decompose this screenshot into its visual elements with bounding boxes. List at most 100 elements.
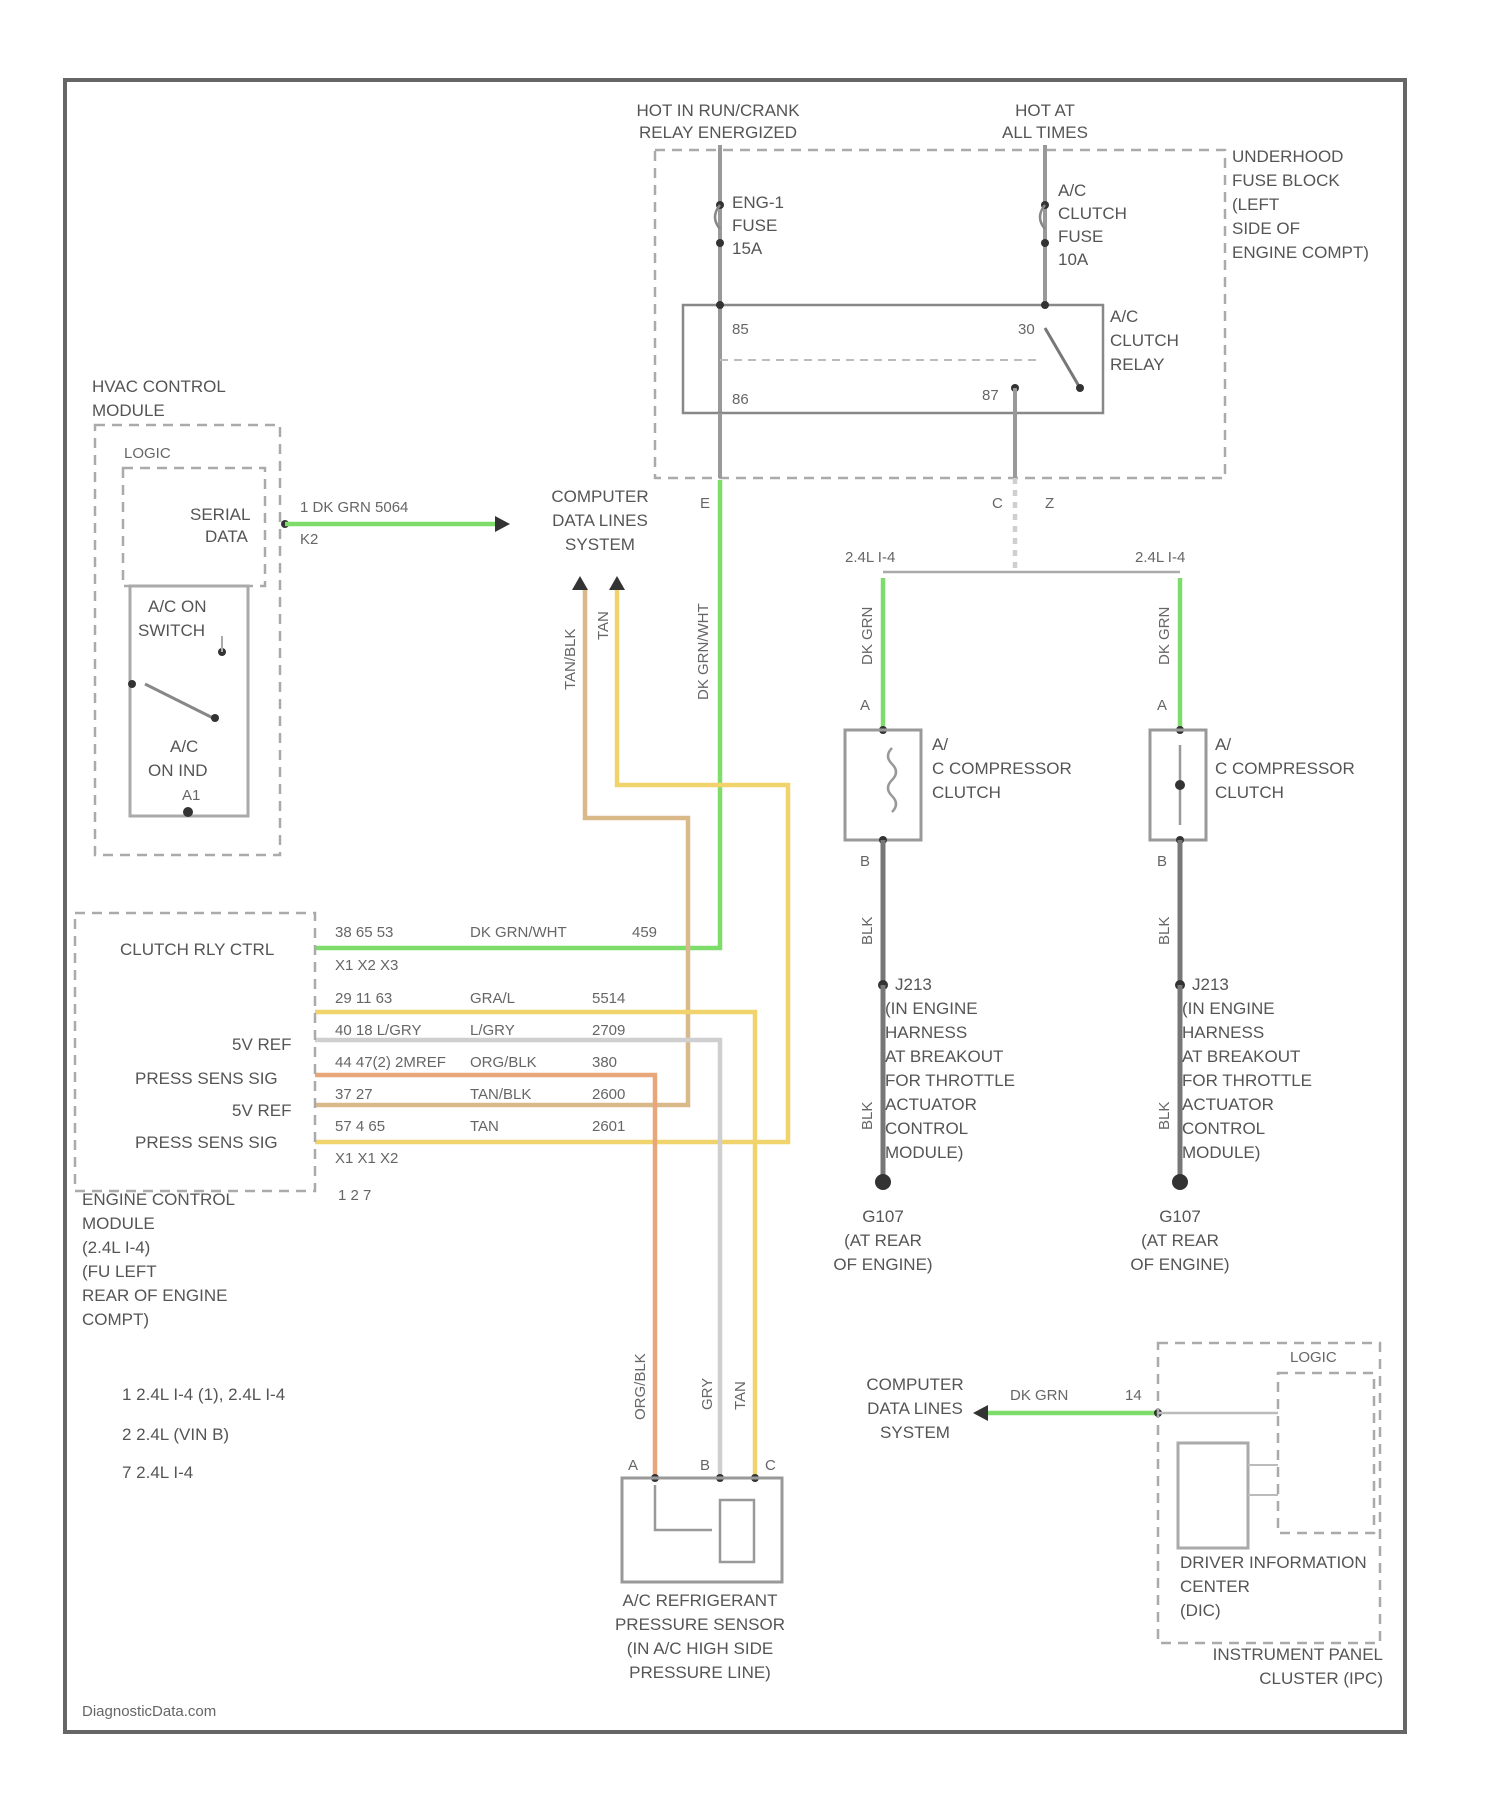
ipc-logic-box xyxy=(1278,1373,1374,1533)
ecm-row-pins: 44 47(2) 2MREF xyxy=(335,1054,446,1071)
splice-label: FOR THROTTLE xyxy=(1182,1071,1312,1090)
ground-label: (AT REAR xyxy=(844,1231,922,1250)
hvac-title-line: HVAC CONTROL xyxy=(92,377,226,396)
ecm-row-circuit: 2709 xyxy=(592,1022,625,1039)
ecm-row-pins: X1 X1 X2 xyxy=(335,1150,398,1167)
sensor-wire-gry-label: GRY xyxy=(699,1378,716,1410)
ecm-pin-rows: 38 65 53 CLUTCH RLY CTRL DK GRN/WHT 459 … xyxy=(120,924,657,1167)
dic-label-line: (DIC) xyxy=(1180,1601,1221,1620)
fuse-eng-label: FUSE xyxy=(732,216,777,235)
ecm-row-pins: 29 11 63 xyxy=(335,990,392,1007)
computer-data-lines-bottom: COMPUTER DATA LINES SYSTEM xyxy=(866,1375,963,1442)
fuse-eng-label: 15A xyxy=(732,239,763,258)
wire-tan-label: TAN xyxy=(595,611,612,640)
ecm-title-line: MODULE xyxy=(82,1214,155,1233)
ecm-row-wire: TAN/BLK xyxy=(470,1086,531,1103)
ac-on-ind-pin: A1 xyxy=(182,787,200,804)
splice-label: MODULE) xyxy=(885,1143,963,1162)
clutch-bottom-pin: B xyxy=(860,853,870,870)
power-labels: HOT IN RUN/CRANK RELAY ENERGIZED HOT AT … xyxy=(636,101,1088,142)
fuse-eng-label: ENG-1 xyxy=(732,193,784,212)
splice-label: J213 xyxy=(1192,975,1229,994)
relay-pin-30-dot xyxy=(1041,301,1049,309)
fuse-block-pin-c: C xyxy=(992,495,1003,512)
relay-switch-blade xyxy=(1045,328,1080,388)
relay-pin-85-dot xyxy=(716,301,724,309)
ground-label: OF ENGINE) xyxy=(1130,1255,1229,1274)
splice-label: AT BREAKOUT xyxy=(1182,1047,1300,1066)
run-crank-label-1: HOT IN RUN/CRANK xyxy=(636,101,800,120)
ecm-row-pins: X1 X2 X3 xyxy=(335,957,398,974)
sensor-pin-a: A xyxy=(628,1457,638,1474)
hvac-serial-arrow xyxy=(495,516,510,532)
ac-on-ind-label: A/C xyxy=(170,737,198,756)
ipc-outline xyxy=(1158,1343,1380,1643)
ecm-row-circuit: 459 xyxy=(632,924,657,941)
engine-label-right: 2.4L I-4 xyxy=(1135,549,1185,566)
wire-tan-blk-label: TAN/BLK xyxy=(562,629,579,690)
sensor-wire-tan-label: TAN xyxy=(732,1381,749,1410)
splice-pin-label: BLK xyxy=(859,1102,876,1130)
ecm-row: 38 65 53 CLUTCH RLY CTRL DK GRN/WHT 459 xyxy=(120,924,657,959)
dic-label-line: CENTER xyxy=(1180,1577,1250,1596)
data-lines-label: SYSTEM xyxy=(565,535,635,554)
data-lines-label: SYSTEM xyxy=(880,1423,950,1442)
fuse-block-label-line: SIDE OF xyxy=(1232,219,1300,238)
ecm-bottom-pins: 1 2 7 xyxy=(338,1187,371,1204)
run-crank-label-2: RELAY ENERGIZED xyxy=(639,123,797,142)
dic-label-line: DRIVER INFORMATION xyxy=(1180,1553,1367,1572)
all-times-label-2: ALL TIMES xyxy=(1002,123,1088,142)
ac-clutch-relay-label: A/C CLUTCH RELAY xyxy=(1110,307,1179,374)
ecm-row-pins: 37 27 xyxy=(335,1086,373,1103)
hvac-serial-pin: K2 xyxy=(300,531,318,548)
pressure-sensor-wiper xyxy=(655,1485,712,1530)
ground-label: (AT REAR xyxy=(1141,1231,1219,1250)
clutch-label-line: CLUTCH xyxy=(1215,783,1284,802)
clutch-label-line: A/ xyxy=(1215,735,1231,754)
splice-label: CONTROL xyxy=(1182,1119,1265,1138)
ipc-pin: 14 xyxy=(1125,1387,1142,1404)
ac-on-switch-label: SWITCH xyxy=(138,621,205,640)
ecm-row: 29 11 63 GRA/L 5514 xyxy=(335,990,625,1007)
data-lines-label: DATA LINES xyxy=(552,511,648,530)
data-lines-label: DATA LINES xyxy=(867,1399,963,1418)
wire-sensor-org-blk xyxy=(315,1075,655,1475)
ecm-row-wire: ORG/BLK xyxy=(470,1054,537,1071)
relay-label-line: A/C xyxy=(1110,307,1138,326)
data-lines-label: COMPUTER xyxy=(866,1375,963,1394)
clutch-label-line: A/ xyxy=(932,735,948,754)
ecm-title-line: REAR OF ENGINE xyxy=(82,1286,227,1305)
sensor-label-line: (IN A/C HIGH SIDE xyxy=(627,1639,773,1658)
ipc-wire-label: DK GRN xyxy=(1010,1387,1068,1404)
dic-box xyxy=(1178,1443,1248,1548)
clutch-label-line: C COMPRESSOR xyxy=(932,759,1072,778)
hvac-title-line: MODULE xyxy=(92,401,165,420)
engine-note: 2 2.4L (VIN B) xyxy=(122,1425,229,1444)
ipc-logic-label: LOGIC xyxy=(1290,1349,1337,1366)
splice-pin-label: BLK xyxy=(1156,1102,1173,1130)
sensor-label-line: PRESSURE LINE) xyxy=(629,1663,771,1682)
ecm-title-line: (FU LEFT xyxy=(82,1262,157,1281)
clutch-wire-top-label: DK GRN xyxy=(1156,607,1173,665)
sensor-label-line: PRESSURE SENSOR xyxy=(615,1615,785,1634)
relay-pin-86: 86 xyxy=(732,391,749,408)
ecm-row-label: PRESS SENS SIG xyxy=(135,1133,278,1152)
ipc-title-line: INSTRUMENT PANEL xyxy=(1213,1645,1383,1664)
clutch-top-pin: A xyxy=(1157,697,1167,714)
all-times-label-1: HOT AT xyxy=(1015,101,1075,120)
relay-pin-85: 85 xyxy=(732,321,749,338)
fuse-ac-label: 10A xyxy=(1058,250,1089,269)
fuse-block-label-line: UNDERHOOD xyxy=(1232,147,1343,166)
underhood-fuse-block-label: UNDERHOOD FUSE BLOCK (LEFT SIDE OF ENGIN… xyxy=(1232,147,1369,262)
engine-note: 1 2.4L I-4 (1), 2.4L I-4 xyxy=(122,1385,285,1404)
ecm-row-circuit: 2601 xyxy=(592,1118,625,1135)
engine-notes: 1 2.4L I-4 (1), 2.4L I-4 2 2.4L (VIN B) … xyxy=(122,1385,285,1482)
data-lines-label: COMPUTER xyxy=(551,487,648,506)
fuse-block-label-line: FUSE BLOCK xyxy=(1232,171,1340,190)
hvac-serial-wire-label: 1 DK GRN 5064 xyxy=(300,499,408,516)
clutch-wire-bottom-label: BLK xyxy=(859,917,876,945)
ecm-row-label: 5V REF xyxy=(232,1101,292,1120)
wire-dk-grn-wht xyxy=(315,480,720,948)
splice-label: CONTROL xyxy=(885,1119,968,1138)
